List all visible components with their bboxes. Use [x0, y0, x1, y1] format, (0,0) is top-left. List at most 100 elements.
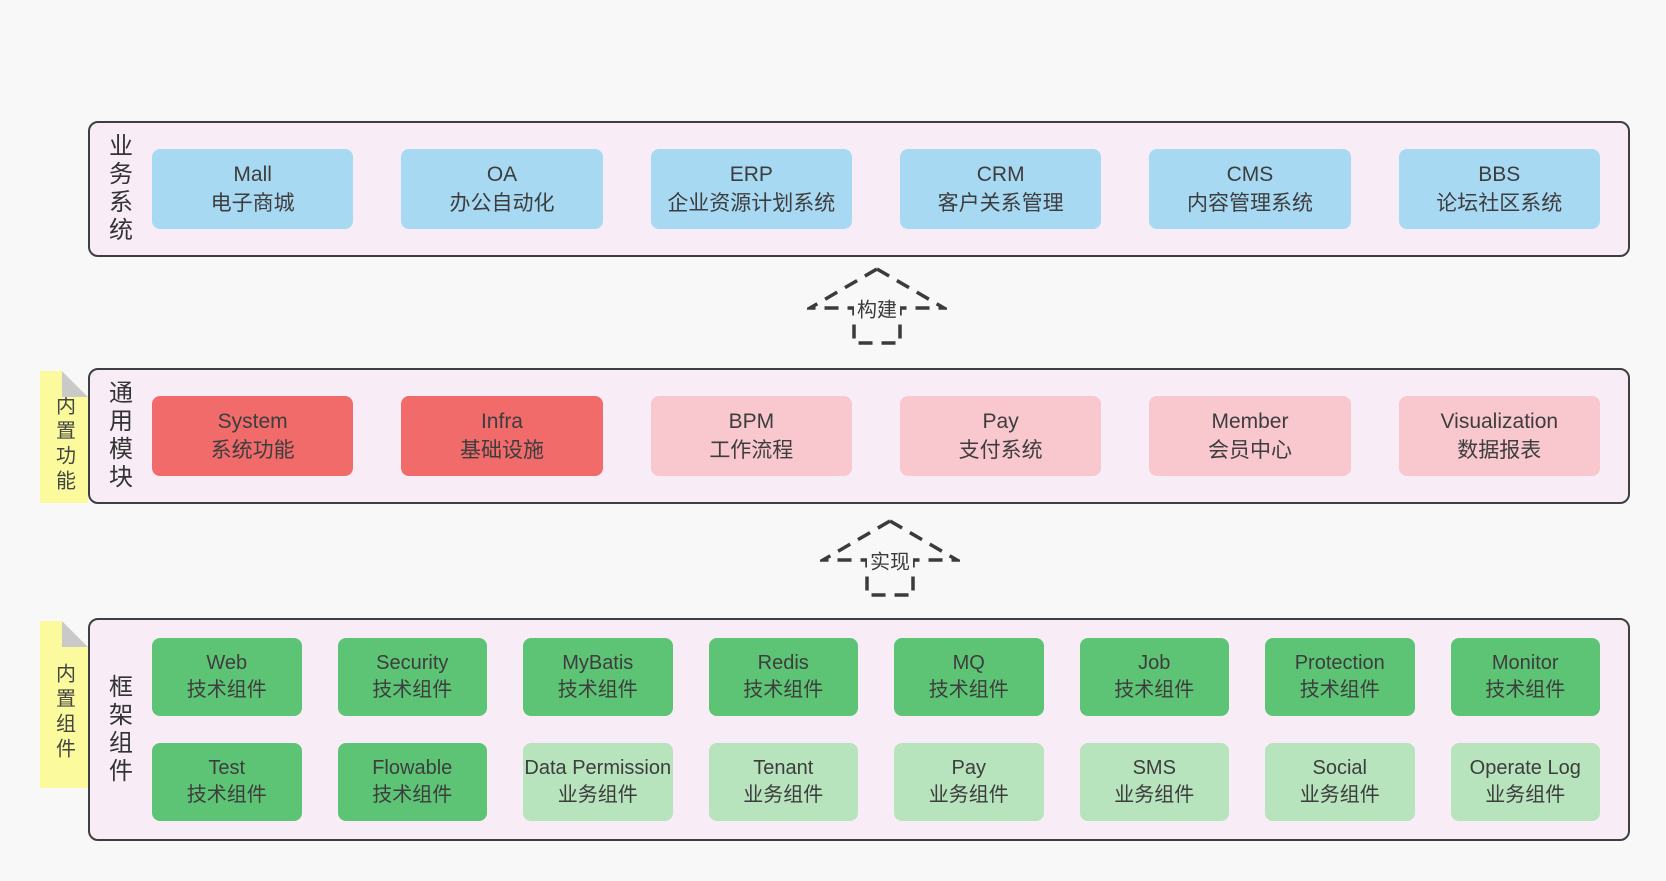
box-subtitle: 系统功能	[210, 439, 295, 462]
box-title: Tenant	[753, 757, 814, 779]
box-title: Protection	[1294, 652, 1385, 674]
section-common-modules: 通用模块 System 系统功能 Infra 基础设施 BPM 工作流程 Pay 支付系统 Me…	[88, 368, 1630, 504]
box-subtitle: 技术组件	[1485, 679, 1566, 701]
box-subtitle: 业务组件	[557, 784, 638, 806]
box-erp: ERP 企业资源计划系统	[650, 149, 852, 229]
box-title: OA	[486, 163, 518, 186]
section-boxes: Mall 电子商城 OA 办公自动化 ERP 企业资源计划系统 CRM 客户关系管理 CMS 内容…	[146, 123, 1628, 255]
box-subtitle: 客户关系管理	[937, 192, 1064, 215]
box-subtitle: 技术组件	[372, 784, 453, 806]
box-subtitle: 办公自动化	[449, 192, 555, 215]
note-label: 内置组件	[52, 662, 75, 763]
box-row: Mall 电子商城 OA 办公自动化 ERP 企业资源计划系统 CRM 客户关系管理 CMS 内容…	[152, 149, 1600, 229]
section-business-systems: 业务系统 Mall 电子商城 OA 办公自动化 ERP 企业资源计划系统 CRM 客户关系管理…	[88, 121, 1630, 257]
box-oa: OA 办公自动化	[401, 149, 603, 229]
box-title: CRM	[976, 163, 1025, 186]
box-title: System	[217, 410, 288, 433]
box-mq: MQ 技术组件	[894, 638, 1044, 716]
box-subtitle: 企业资源计划系统	[667, 192, 836, 215]
box-title: BPM	[728, 410, 775, 433]
box-title: BBS	[1478, 163, 1521, 186]
box-subtitle: 技术组件	[557, 679, 638, 701]
box-protection: Protection 技术组件	[1265, 638, 1415, 716]
box-subtitle: 业务组件	[1299, 784, 1380, 806]
box-subtitle: 电子商城	[210, 192, 295, 215]
box-mall: Mall 电子商城	[152, 149, 354, 229]
box-title: Member	[1211, 410, 1289, 433]
box-bbs: BBS 论坛社区系统	[1398, 149, 1600, 229]
box-monitor: Monitor 技术组件	[1450, 638, 1600, 716]
box-title: SMS	[1132, 757, 1176, 779]
box-title: Infra	[480, 410, 523, 433]
box-redis: Redis 技术组件	[708, 638, 858, 716]
box-subtitle: 内容管理系统	[1186, 192, 1313, 215]
box-infra: Infra 基础设施	[401, 396, 603, 476]
box-title: Operate Log	[1469, 757, 1581, 779]
box-subtitle: 技术组件	[1299, 679, 1380, 701]
box-title: Mall	[233, 163, 272, 186]
section-title: 通用模块	[104, 380, 132, 492]
box-subtitle: 基础设施	[459, 439, 544, 462]
box-title: Test	[208, 757, 246, 779]
arrow-label: 构建	[854, 292, 900, 324]
box-subtitle: 业务组件	[1114, 784, 1195, 806]
box-title: Web	[206, 652, 248, 674]
box-social: Social 业务组件	[1265, 743, 1415, 821]
note-fold-corner-icon	[62, 371, 88, 397]
section-title: 业务系统	[104, 133, 132, 245]
note-label: 内置功能	[52, 395, 75, 495]
box-subtitle: 业务组件	[1485, 784, 1566, 806]
box-bpm: BPM 工作流程	[650, 396, 852, 476]
box-subtitle: 业务组件	[743, 784, 824, 806]
box-subtitle: 技术组件	[928, 679, 1009, 701]
sticky-note-builtin-components: 内置组件	[40, 621, 88, 788]
box-title: MQ	[952, 652, 985, 674]
box-operate-log: Operate Log 业务组件	[1450, 743, 1600, 821]
box-title: Visualization	[1440, 410, 1559, 433]
section-label-column: 通用模块	[90, 370, 146, 502]
box-mybatis: MyBatis 技术组件	[523, 638, 673, 716]
section-title: 框架组件	[104, 673, 132, 786]
box-title: Social	[1312, 757, 1367, 779]
box-crm: CRM 客户关系管理	[899, 149, 1102, 229]
box-cms: CMS 内容管理系统	[1149, 149, 1351, 229]
box-title: CMS	[1226, 163, 1274, 186]
box-title: Pay	[951, 757, 986, 779]
box-subtitle: 论坛社区系统	[1436, 192, 1563, 215]
box-subtitle: 数据报表	[1457, 439, 1542, 462]
box-title: Pay	[982, 410, 1019, 433]
box-title: Redis	[757, 652, 809, 674]
section-label-column: 框架组件	[90, 620, 146, 839]
section-label-column: 业务系统	[90, 123, 146, 255]
box-visualization: Visualization 数据报表	[1398, 396, 1600, 476]
box-system: System 系统功能	[152, 396, 354, 476]
box-subtitle: 业务组件	[928, 784, 1009, 806]
box-pay: Pay 业务组件	[894, 743, 1044, 821]
note-fold-corner-icon	[62, 621, 88, 647]
box-test: Test 技术组件	[152, 743, 302, 821]
box-sms: SMS 业务组件	[1079, 743, 1229, 821]
box-title: ERP	[729, 163, 773, 186]
box-web: Web 技术组件	[152, 638, 302, 716]
box-subtitle: 技术组件	[743, 679, 824, 701]
box-tenant: Tenant 业务组件	[708, 743, 858, 821]
box-pay: Pay 支付系统	[899, 396, 1102, 476]
box-subtitle: 技术组件	[1114, 679, 1195, 701]
box-subtitle: 技术组件	[186, 784, 267, 806]
box-subtitle: 支付系统	[958, 439, 1043, 462]
box-title: MyBatis	[562, 652, 634, 674]
box-title: Flowable	[372, 757, 453, 779]
box-subtitle: 工作流程	[709, 439, 794, 462]
box-subtitle: 技术组件	[186, 679, 267, 701]
box-title: Security	[376, 652, 449, 674]
box-title: Monitor	[1491, 652, 1559, 674]
